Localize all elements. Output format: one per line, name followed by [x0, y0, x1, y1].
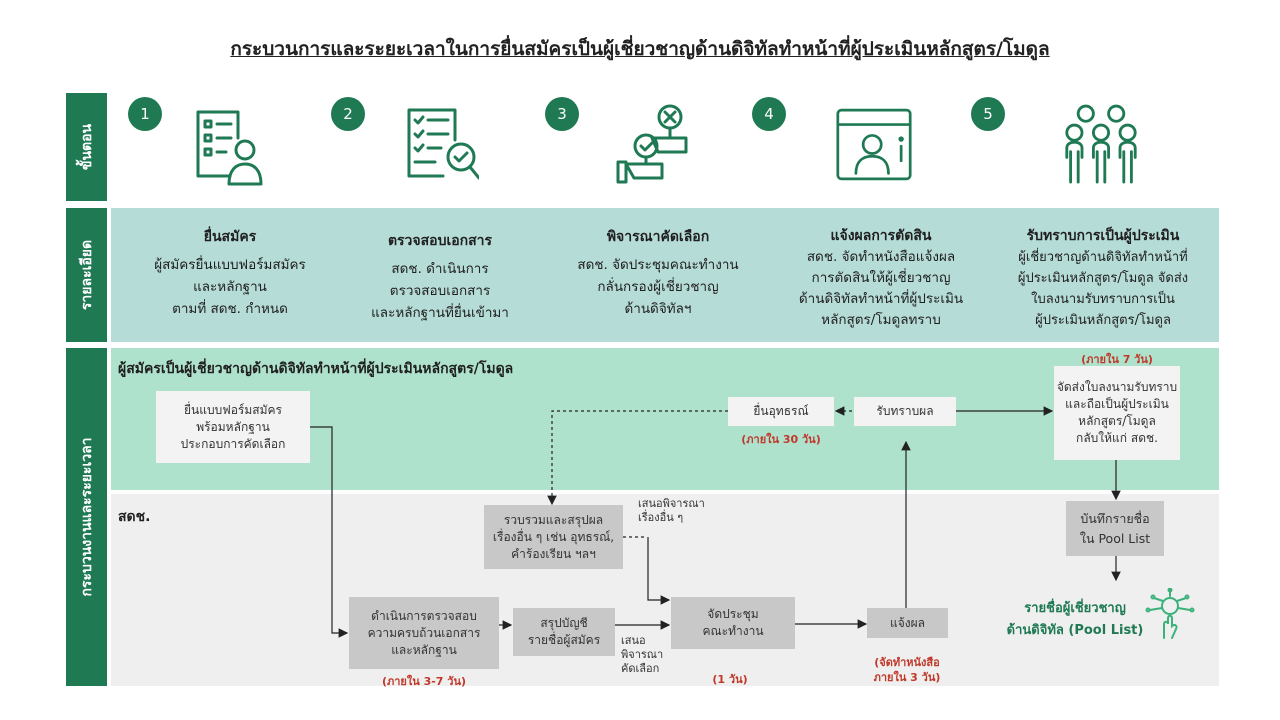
- sidebar-process: กระบวนงานและระยะเวลา: [66, 348, 107, 686]
- box-line: หลักสูตร/โมดูล: [1078, 414, 1156, 428]
- box-line: กลับให้แก่ สดช.: [1076, 431, 1158, 445]
- pool-line: ด้านดิจิทัล (Pool List): [1006, 623, 1144, 638]
- detail-step-5: รับทราบการเป็นผู้ประเมิน ผู้เชี่ยวชาญด้า…: [996, 226, 1210, 331]
- screen-person-announce-icon: [836, 108, 912, 181]
- step-3-number: 3: [545, 97, 579, 131]
- detail-line: และหลักฐาน: [193, 279, 267, 295]
- detail-line: กลั่นกรองผู้เชี่ยวชาญ: [597, 279, 719, 295]
- detail-heading: ตรวจสอบเอกสาร: [387, 233, 493, 249]
- box-line: ความครบถ้วนเอกสาร: [367, 625, 481, 640]
- detail-heading: ยื่นสมัคร: [203, 229, 257, 245]
- box-line: รายชื่อผู้สมัคร: [527, 633, 601, 647]
- box-line: บันทึกรายชื่อ: [1080, 510, 1150, 526]
- submit-form-box: ยื่นแบบฟอร์มสมัคร พร้อมหลักฐาน ประกอบการ…: [156, 391, 310, 463]
- step-2-number: 2: [331, 97, 365, 131]
- detail-step-4: แจ้งผลการตัดสิน สดช. จัดทำหนังสือแจ้งผล …: [772, 226, 990, 331]
- pool-line: รายชื่อผู้เชี่ยวชาญ: [1024, 601, 1126, 616]
- pool-list-label: รายชื่อผู้เชี่ยวชาญ ด้านดิจิทัล (Pool Li…: [1000, 598, 1150, 642]
- detail-line: สดช. ดำเนินการ: [391, 261, 489, 277]
- propose-select-note: เสนอ พิจารณา คัดเลือก: [621, 634, 663, 676]
- note-line: พิจารณา: [621, 648, 664, 661]
- detail-heading: รับทราบการเป็นผู้ประเมิน: [1026, 228, 1180, 244]
- detail-step-2: ตรวจสอบเอกสาร สดช. ดำเนินการ ตรวจสอบเอกส…: [340, 226, 540, 324]
- note-line: เสนอพิจารณา: [638, 497, 705, 510]
- detail-step-3: พิจารณาคัดเลือก สดช. จัดประชุมคณะทำงาน ก…: [548, 226, 768, 320]
- applicant-lane-title: ผู้สมัครเป็นผู้เชี่ยวชาญด้านดิจิทัลทำหน้…: [118, 361, 514, 377]
- detail-line: ผู้ประเมินหลักสูตร/โมดูล จัดส่ง: [1017, 271, 1189, 286]
- document-check-magnifier-icon: [407, 108, 479, 180]
- propose-other-note: เสนอพิจารณา เรื่องอื่น ๆ: [638, 497, 705, 525]
- box-line: และถือเป็นผู้ประเมิน: [1065, 397, 1169, 411]
- detail-line: ผู้ประเมินหลักสูตร/โมดูล: [1035, 313, 1171, 328]
- box-line: สรุปบัญชี: [540, 616, 588, 630]
- notify-deadline: (จัดทำหนังสือ ภายใน 3 วัน): [850, 655, 964, 685]
- meeting-box: จัดประชุม คณะทำงาน: [671, 597, 795, 649]
- check-docs-deadline: (ภายใน 3-7 วัน): [381, 675, 467, 688]
- send-sign-box: จัดส่งใบลงนามรับทราบ และถือเป็นผู้ประเมิ…: [1054, 366, 1180, 460]
- check-docs-box: ดำเนินการตรวจสอบ ความครบถ้วนเอกสาร และหล…: [349, 597, 499, 669]
- detail-heading: แจ้งผลการตัดสิน: [830, 228, 932, 244]
- sidebar-steps: ขั้นตอน: [66, 93, 107, 201]
- detail-line: ผู้เชี่ยวชาญด้านดิจิทัลทำหน้าที่: [1018, 250, 1188, 265]
- box-line: และหลักฐาน: [391, 642, 457, 657]
- send-sign-deadline: (ภายใน 7 วัน): [1081, 353, 1153, 366]
- detail-line: หลักสูตร/โมดูลทราบ: [821, 312, 941, 328]
- office-lane: [111, 494, 1219, 686]
- step-1-number: 1: [128, 97, 162, 131]
- box-line: รวบรวมและสรุปผล: [503, 512, 604, 527]
- box-line: ดำเนินการตรวจสอบ: [371, 608, 477, 623]
- appeal-deadline: (ภายใน 30 วัน): [741, 433, 821, 446]
- deadline-line: (จัดทำหนังสือ: [874, 656, 940, 669]
- application-form-person-icon: [196, 110, 263, 186]
- detail-line: ตามที่ สดช. กำหนด: [172, 301, 288, 317]
- details-band: [111, 208, 1219, 342]
- box-line: จัดประชุม: [707, 607, 759, 621]
- box-line: คณะทำงาน: [702, 624, 764, 638]
- detail-step-1: ยื่นสมัคร ผู้สมัครยื่นแบบฟอร์มสมัคร และห…: [130, 226, 330, 320]
- box-line: จัดส่งใบลงนามรับทราบ: [1056, 380, 1178, 394]
- summary-list-box: สรุปบัญชี รายชื่อผู้สมัคร: [513, 608, 615, 656]
- detail-line: และหลักฐานที่ยื่นเข้ามา: [371, 305, 509, 321]
- step-5-number: 5: [971, 97, 1005, 131]
- note-line: เรื่องอื่น ๆ: [638, 511, 684, 524]
- sidebar-details: รายละเอียด: [66, 208, 107, 342]
- page-title: กระบวนการและระยะเวลาในการยื่นสมัครเป็นผู…: [230, 38, 1050, 60]
- detail-line: สดช. จัดประชุมคณะทำงาน: [577, 257, 739, 273]
- acknowledge-box: รับทราบผล: [854, 397, 956, 426]
- notify-box: แจ้งผล: [867, 608, 948, 638]
- box-line: พร้อมหลักฐาน: [196, 419, 270, 434]
- group-people-icon: [1065, 104, 1137, 184]
- record-pool-box: บันทึกรายชื่อ ใน Pool List: [1066, 501, 1164, 556]
- detail-line: ตรวจสอบเอกสาร: [389, 283, 491, 299]
- note-line: คัดเลือก: [621, 662, 660, 675]
- accept-reject-hands-icon: [616, 104, 688, 184]
- box-line: เรื่องอื่น ๆ เช่น อุทธรณ์,: [492, 529, 615, 544]
- detail-heading: พิจารณาคัดเลือก: [606, 229, 710, 245]
- note-line: เสนอ: [621, 634, 646, 647]
- collect-summary-box: รวบรวมและสรุปผล เรื่องอื่น ๆ เช่น อุทธรณ…: [484, 505, 623, 569]
- box-line: ประกอบการคัดเลือก: [180, 436, 286, 451]
- detail-line: ด้านดิจิทัลทำหน้าที่ผู้ประเมิน: [798, 291, 964, 307]
- detail-line: ใบลงนามรับทราบการเป็น: [1031, 292, 1175, 307]
- meeting-deadline: (1 วัน): [712, 673, 748, 686]
- box-line: ใน Pool List: [1079, 530, 1151, 546]
- ai-brain-hand-icon: [1145, 588, 1195, 639]
- detail-line: ด้านดิจิทัลฯ: [624, 301, 692, 317]
- detail-line: สดช. จัดทำหนังสือแจ้งผล: [806, 249, 956, 265]
- appeal-box: ยื่นอุทธรณ์: [728, 397, 834, 426]
- step-4-number: 4: [752, 97, 786, 131]
- deadline-line: ภายใน 3 วัน): [873, 671, 941, 684]
- office-lane-title: สดช.: [118, 509, 151, 525]
- detail-line: ผู้สมัครยื่นแบบฟอร์มสมัคร: [154, 257, 306, 273]
- detail-line: การตัดสินให้ผู้เชี่ยวชาญ: [811, 270, 951, 286]
- box-line: ยื่นแบบฟอร์มสมัคร: [184, 402, 282, 417]
- box-line: คำร้องเรียน ฯลฯ: [511, 546, 596, 561]
